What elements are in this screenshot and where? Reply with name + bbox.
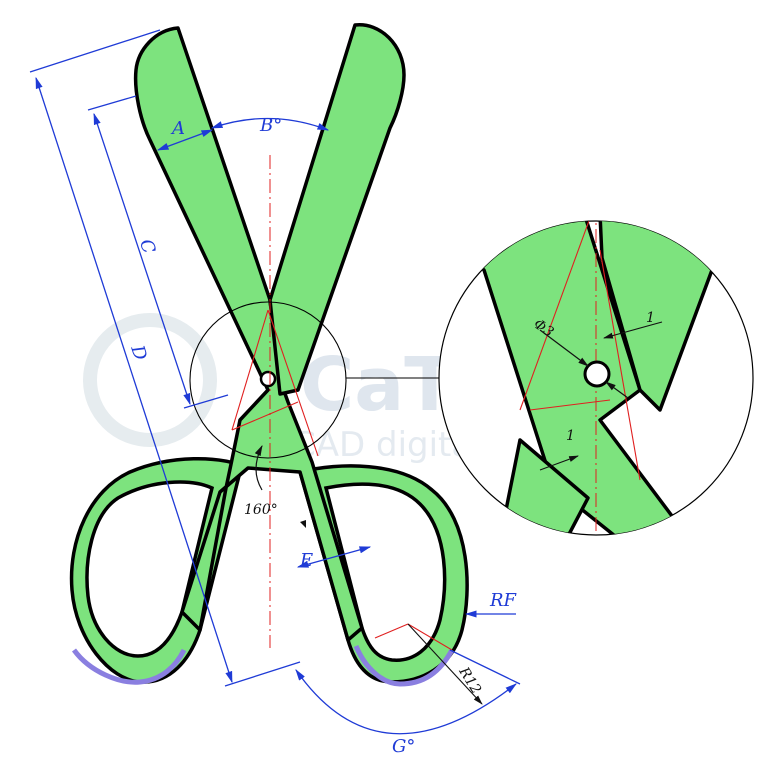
phi3-leader <box>539 329 589 367</box>
right-blade <box>268 23 406 396</box>
gap-bottom-label: 1 <box>566 428 575 444</box>
detail-construction-2 <box>599 249 641 481</box>
right-handle-hole <box>323 482 447 662</box>
dimension-rf-label: RF <box>489 590 518 611</box>
pivot-hole <box>259 370 277 388</box>
detail-construction-1 <box>519 221 591 411</box>
dimension-b-label: B° <box>259 115 282 136</box>
construction-line-1 <box>231 309 269 431</box>
detail-view: Φ3 1 1 <box>438 220 754 536</box>
phi3-leader-2 <box>605 381 629 399</box>
dimension-e-line <box>296 546 372 568</box>
construction-line-2 <box>267 309 319 457</box>
gap-bottom-dim <box>539 455 579 471</box>
ring-construction-1 <box>374 623 409 639</box>
angle-160-label: 160° <box>244 502 278 518</box>
angle-160-arc <box>254 445 263 491</box>
dimension-c-ext-bottom <box>183 394 229 409</box>
dimension-e-label: E <box>299 550 313 571</box>
dimension-d-label: D <box>126 342 151 364</box>
dimension-g-label: G° <box>392 736 415 757</box>
detail-lower-blade <box>498 438 590 535</box>
dimension-d-ext-bottom <box>224 661 301 687</box>
dimension-c-ext-top <box>87 95 137 111</box>
dimension-g-arc <box>295 669 517 735</box>
dimension-c-label: C <box>135 237 159 257</box>
detail-construction-3 <box>529 399 611 411</box>
detail-pivot-hole <box>583 360 611 388</box>
angle-160-arrow <box>300 520 306 528</box>
gap-top-label: 1 <box>646 310 655 326</box>
watermark-logo-icon <box>83 313 217 447</box>
detail-left-blade <box>439 221 692 535</box>
gap-top-dim <box>603 321 663 339</box>
dimension-a-label: A <box>170 118 185 139</box>
r12-label: R12 <box>455 664 484 697</box>
construction-line-3 <box>231 401 299 431</box>
dimension-c-line <box>93 112 191 406</box>
ring-construction-2 <box>407 623 453 651</box>
dimension-d-ext-top <box>29 29 161 73</box>
